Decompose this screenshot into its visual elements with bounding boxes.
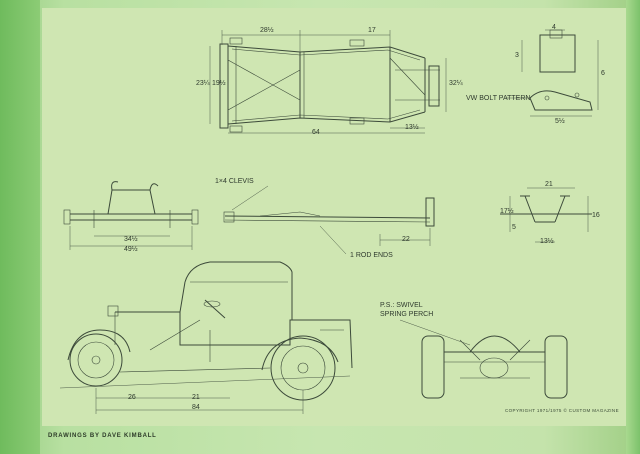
dim-bolt-height: 6 — [601, 70, 605, 77]
label-clevis: 1×4 CLEVIS — [215, 178, 254, 185]
dim-car-wheelbase: 84 — [192, 404, 200, 411]
vw-bolt-pattern-drawing — [505, 29, 599, 117]
dim-frame-width-right: 32¼ — [449, 80, 463, 87]
dim-rear-height-right: 16 — [592, 212, 600, 219]
frame-top-view — [209, 30, 447, 134]
dim-rear-height-left: 17½ — [500, 208, 514, 215]
dim-side-frame-rear: 22 — [402, 236, 410, 243]
front-axle-view — [63, 181, 199, 250]
dim-rear-height-inner: 5 — [512, 224, 516, 231]
dim-bolt-side: 3 — [515, 52, 519, 59]
page-margin-right — [626, 0, 640, 454]
dim-bolt-width: 5½ — [555, 118, 565, 125]
drawing-credit: DRAWINGS BY DAVE KIMBALL — [48, 433, 157, 439]
dim-rear-width-bottom: 13½ — [540, 238, 554, 245]
dim-front-axle-width: 34½ — [124, 236, 138, 243]
dim-rear-width-top: 21 — [545, 181, 553, 188]
dim-frame-top-left: 28½ — [260, 27, 274, 34]
label-spring-perch: SPRING PERCH — [380, 311, 434, 318]
rear-suspension-view — [399, 319, 568, 399]
dim-car-len-front: 26 — [128, 394, 136, 401]
dim-car-len-mid: 21 — [192, 394, 200, 401]
label-ps-swivel: P.S.: SWIVEL — [380, 302, 423, 309]
dim-front-axle-total: 49½ — [124, 246, 138, 253]
car-side-view — [59, 261, 353, 414]
dim-frame-top-right: 17 — [368, 27, 376, 34]
label-vw-bolt-pattern: VW BOLT PATTERN — [466, 95, 531, 102]
copyright-notice: COPYRIGHT 1971/1975 © CUSTOM MAGAZINE — [505, 408, 619, 413]
dim-frame-width-left-inner: 19½ — [212, 80, 226, 87]
page-margin-left — [0, 0, 40, 454]
dim-frame-width-left: 23¼ — [196, 80, 210, 87]
dim-frame-length: 64 — [312, 129, 320, 136]
label-rod-ends: 1 ROD ENDS — [350, 252, 393, 259]
frame-side-view — [223, 185, 435, 255]
dim-frame-rear-offset: 13½ — [405, 124, 419, 131]
dim-bolt-top: 4 — [552, 24, 556, 31]
rear-axle-small-view — [500, 187, 592, 243]
